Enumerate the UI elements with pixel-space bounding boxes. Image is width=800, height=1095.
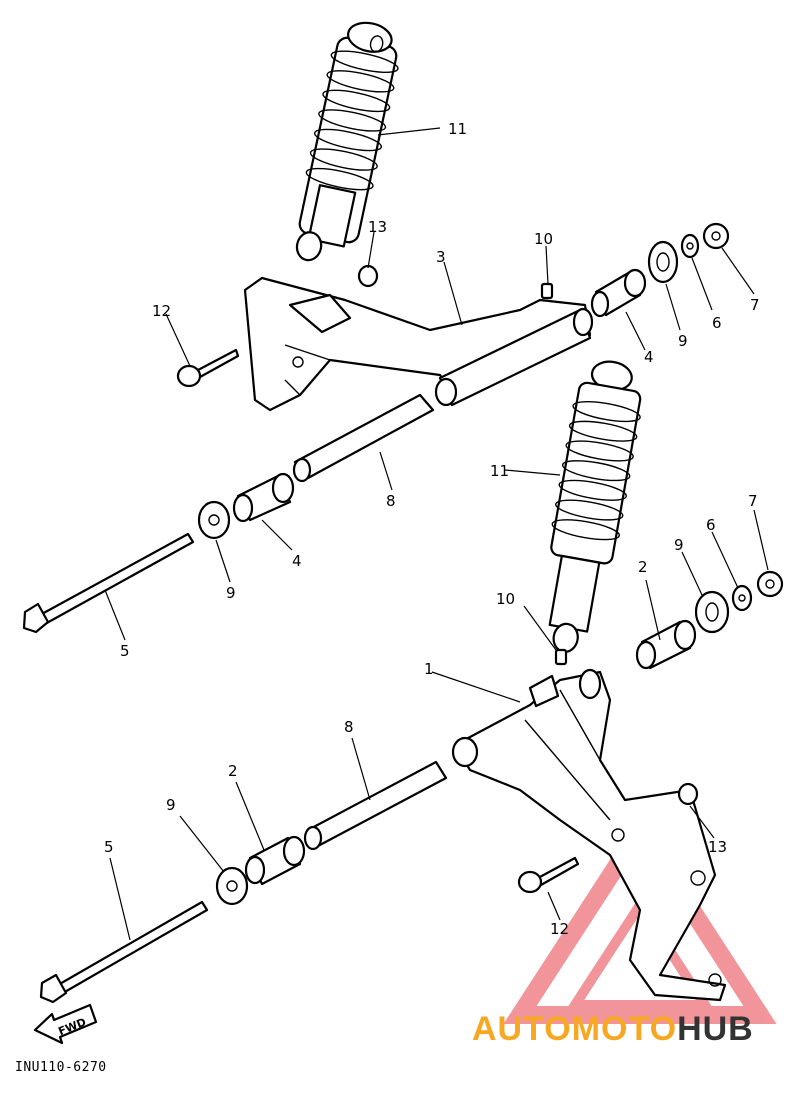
label-8-bottom: 8 xyxy=(344,718,354,736)
watermark-brand: AUTOMOTOHUB xyxy=(472,1010,754,1049)
fwd-arrow-icon: FWD xyxy=(33,1003,98,1045)
label-13-top: 13 xyxy=(368,218,387,236)
grease-nipple-10-upper xyxy=(540,282,554,300)
washer-9-upper-left xyxy=(197,500,231,540)
callout-labels: 11 13 10 3 12 4 9 6 7 8 4 9 5 11 10 1 2 … xyxy=(104,120,760,938)
label-9-left-bottom: 9 xyxy=(166,796,176,814)
nut-7-upper xyxy=(702,222,730,250)
nut-13-lower xyxy=(677,782,699,806)
shock-absorber-top xyxy=(295,21,399,262)
suspension-arm-upper xyxy=(243,276,594,412)
label-8-top: 8 xyxy=(386,492,396,510)
suspension-arm-lower xyxy=(451,668,727,1002)
grease-nipple-10-lower xyxy=(554,648,568,666)
label-7-top: 7 xyxy=(750,296,760,314)
label-3: 3 xyxy=(436,248,446,266)
collar-4-upper-left xyxy=(232,472,295,523)
watermark-brand-part2: HUB xyxy=(677,1010,754,1048)
label-7-bottom: 7 xyxy=(748,492,758,510)
shock-absorber-bottom xyxy=(548,360,642,653)
label-9-right-top: 9 xyxy=(678,332,688,350)
leader-lines xyxy=(104,127,769,941)
collar-4-upper-right xyxy=(590,268,647,318)
label-4-right: 4 xyxy=(644,348,654,366)
label-9-right-bottom: 9 xyxy=(674,536,684,554)
label-11-top: 11 xyxy=(448,120,467,138)
label-4-left: 4 xyxy=(292,552,302,570)
label-2-right: 2 xyxy=(638,558,648,576)
collar-2-lower-right xyxy=(635,619,697,670)
label-10-bottom: 10 xyxy=(496,590,515,608)
nut-7-lower xyxy=(756,570,784,598)
pivot-shaft-8-lower xyxy=(303,760,448,851)
label-5-bottom: 5 xyxy=(104,838,114,856)
label-12-top: 12 xyxy=(152,302,171,320)
washer-6-upper xyxy=(680,233,700,259)
bolt-12-lower xyxy=(517,856,580,894)
figure-code: INU110-6270 xyxy=(15,1060,107,1075)
label-6-bottom: 6 xyxy=(706,516,716,534)
label-13-bottom: 13 xyxy=(708,838,727,856)
washer-9-upper-right xyxy=(647,240,679,284)
label-1: 1 xyxy=(424,660,434,678)
washer-9-lower-right xyxy=(694,590,730,634)
label-10-top: 10 xyxy=(534,230,553,248)
long-bolt-5-lower xyxy=(39,900,209,1004)
pivot-shaft-8-upper xyxy=(292,393,435,483)
label-12-bottom: 12 xyxy=(550,920,569,938)
watermark-brand-part1: AUTOMOTO xyxy=(472,1010,678,1048)
label-9-left-top: 9 xyxy=(226,584,236,602)
nut-13-upper xyxy=(357,264,379,288)
washer-6-lower xyxy=(731,584,753,612)
collar-2-lower-left xyxy=(244,835,306,886)
long-bolt-5-upper xyxy=(22,532,195,634)
bolt-12-upper xyxy=(176,348,240,388)
label-11-bottom: 11 xyxy=(490,462,509,480)
label-6-top: 6 xyxy=(712,314,722,332)
label-5-top: 5 xyxy=(120,642,130,660)
label-2-left: 2 xyxy=(228,762,238,780)
washer-9-lower-left xyxy=(215,866,249,906)
